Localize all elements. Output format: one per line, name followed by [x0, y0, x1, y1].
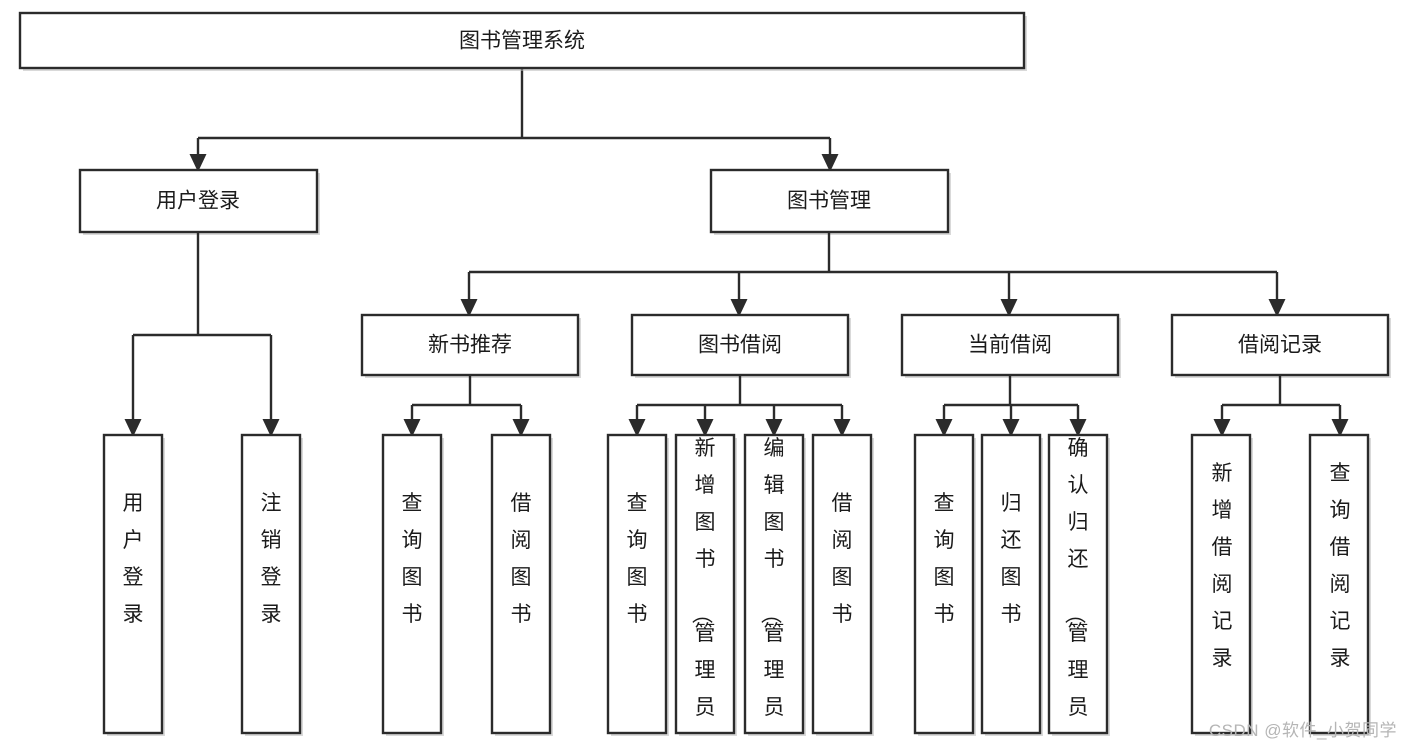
leaf-add-book-label: 新增图书（管理员）	[690, 437, 716, 747]
leaf-borrow-book-recommend-label: 借阅图书	[511, 492, 532, 626]
leaf-edit-book[interactable]: 编辑图书（管理员）	[743, 433, 806, 747]
node-borrow-record-label: 借阅记录	[1238, 334, 1322, 357]
connectors-book-borrow-to-leaves	[628, 375, 851, 437]
connectors-current-borrow-to-leaves	[935, 375, 1087, 437]
connectors-book-manage-to-level3	[460, 232, 1286, 317]
leaf-logout-label: 注销登录	[261, 492, 282, 626]
leaf-confirm-return[interactable]: 确认归还（管理员）	[1047, 433, 1110, 747]
leaf-user-login[interactable]: 用户登录	[102, 433, 165, 736]
leaf-return-book-label: 归还图书	[1001, 492, 1022, 626]
leaf-borrow-book-label: 借阅图书	[832, 492, 853, 626]
node-root-label: 图书管理系统	[459, 30, 585, 53]
leaf-query-book-current-label: 查询图书	[934, 492, 955, 626]
connectors-new-book-recommend-to-leaves	[403, 375, 530, 437]
leaf-query-borrow-record[interactable]: 查询借阅记录	[1308, 433, 1371, 736]
leaf-return-book[interactable]: 归还图书	[980, 433, 1043, 736]
csdn-watermark: CSDN @软件_小贺同学	[1208, 721, 1397, 740]
node-new-book-recommend[interactable]: 新书推荐	[360, 313, 581, 378]
connectors-root-to-level2	[189, 68, 839, 172]
leaf-query-book-borrow-label: 查询图书	[627, 492, 648, 626]
leaf-borrow-book-recommend[interactable]: 借阅图书	[490, 433, 553, 736]
node-borrow-record[interactable]: 借阅记录	[1170, 313, 1391, 378]
leaf-confirm-return-label: 确认归还（管理员）	[1063, 437, 1089, 747]
leaf-add-borrow-record[interactable]: 新增借阅记录	[1190, 433, 1253, 736]
node-book-borrow[interactable]: 图书借阅	[630, 313, 851, 378]
node-current-borrow[interactable]: 当前借阅	[900, 313, 1121, 378]
leaf-add-borrow-record-label: 新增借阅记录	[1212, 462, 1233, 670]
node-book-manage-label: 图书管理	[787, 190, 871, 213]
leaf-logout[interactable]: 注销登录	[240, 433, 303, 736]
leaf-query-book-borrow[interactable]: 查询图书	[606, 433, 669, 736]
leaf-borrow-book[interactable]: 借阅图书	[811, 433, 874, 736]
node-user-login-label: 用户登录	[156, 190, 240, 213]
connectors-borrow-record-to-leaves	[1213, 375, 1349, 437]
leaf-query-book-recommend[interactable]: 查询图书	[381, 433, 444, 736]
connectors-user-login-to-leaves	[124, 232, 280, 437]
leaf-edit-book-label: 编辑图书（管理员）	[759, 437, 785, 747]
node-current-borrow-label: 当前借阅	[968, 334, 1052, 357]
node-user-login[interactable]: 用户登录	[78, 168, 320, 235]
leaf-query-book-recommend-label: 查询图书	[402, 492, 423, 626]
leaf-add-book[interactable]: 新增图书（管理员）	[674, 433, 737, 747]
node-new-book-recommend-label: 新书推荐	[428, 334, 512, 357]
leaf-user-login-label: 用户登录	[123, 492, 144, 626]
node-root[interactable]: 图书管理系统	[18, 11, 1027, 71]
leaf-query-book-current[interactable]: 查询图书	[913, 433, 976, 736]
leaf-query-borrow-record-label: 查询借阅记录	[1330, 462, 1351, 670]
node-book-borrow-label: 图书借阅	[698, 334, 782, 357]
node-book-manage[interactable]: 图书管理	[709, 168, 951, 235]
